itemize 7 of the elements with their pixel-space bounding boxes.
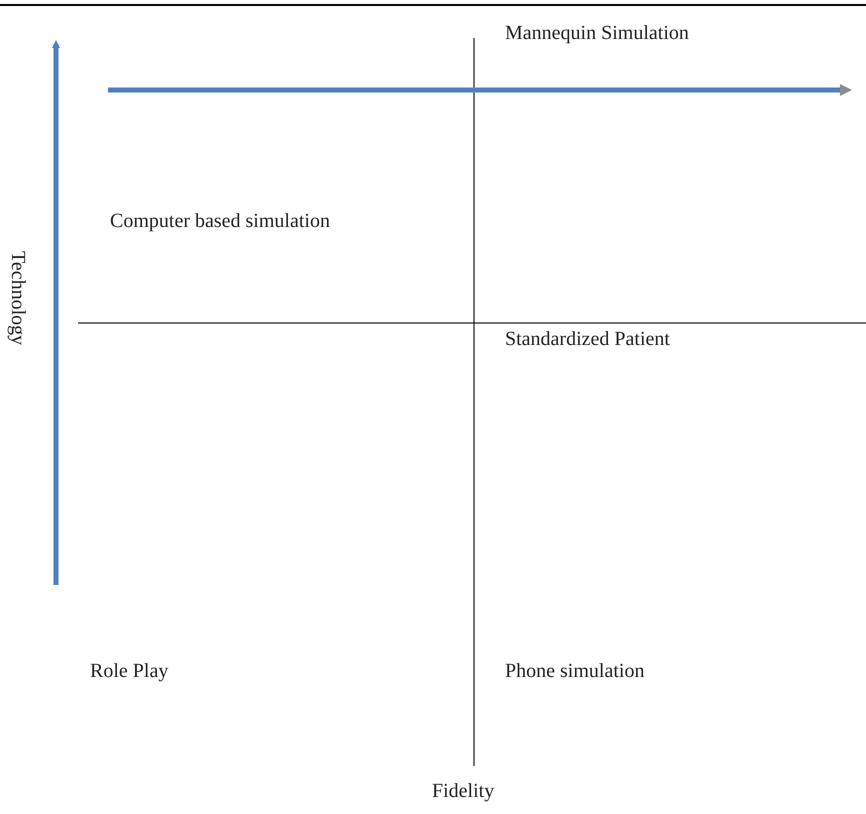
quadrant-label: Standardized Patient — [505, 327, 670, 351]
quadrant-label: Role Play — [90, 659, 168, 683]
quadrant-label: Phone simulation — [505, 659, 644, 683]
axis-label: Fidelity — [432, 779, 494, 803]
quadrant-label: Computer based simulation — [110, 209, 330, 233]
quadrant-label: Mannequin Simulation — [505, 21, 689, 45]
axis-label: Technology — [6, 250, 30, 346]
